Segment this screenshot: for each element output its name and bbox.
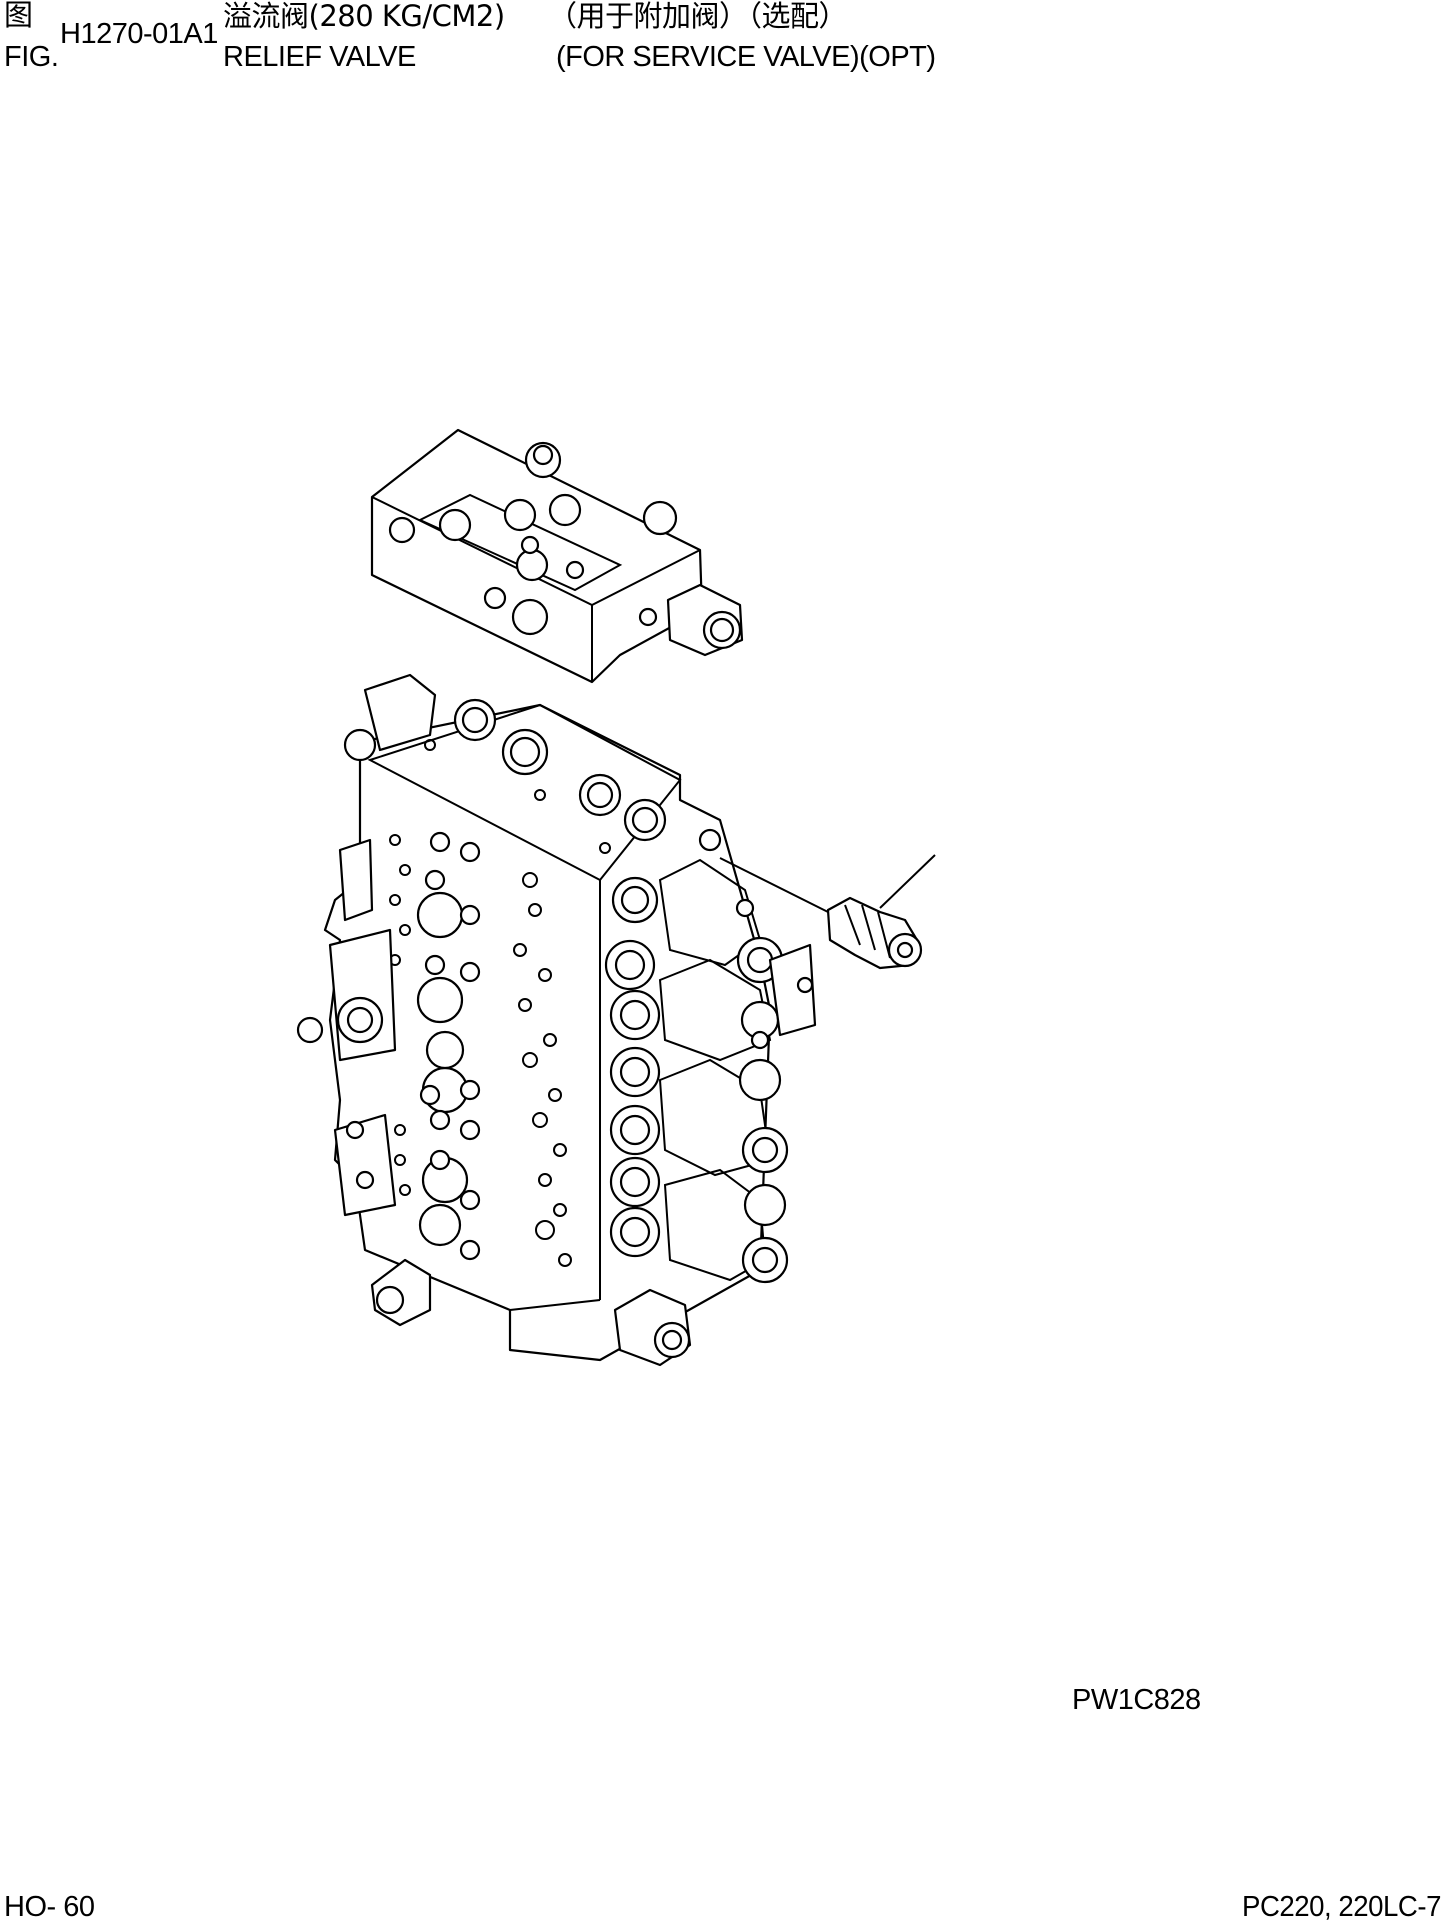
spool-caps-right <box>604 876 661 1258</box>
relief-valve-part <box>719 854 936 970</box>
note-chinese: （用于附加阀）（选配） <box>548 0 848 33</box>
page-number: HO- 60 <box>4 1891 95 1923</box>
title-chinese: 溢流阀(280 KG/CM2) <box>223 0 505 33</box>
figure-label: FIG. <box>4 41 59 73</box>
figure-label-chinese: 图 <box>4 0 33 32</box>
figure-number: H1270-01A1 <box>60 18 218 50</box>
title-english: RELIEF VALVE <box>223 41 416 73</box>
service-valve-block <box>370 428 744 684</box>
note-english: (FOR SERVICE VALVE)(OPT) <box>556 41 936 73</box>
machine-model: PC220, 220LC-7 <box>1242 1891 1441 1923</box>
drawing-code: PW1C828 <box>1072 1684 1201 1716</box>
main-control-valve <box>296 673 817 1367</box>
